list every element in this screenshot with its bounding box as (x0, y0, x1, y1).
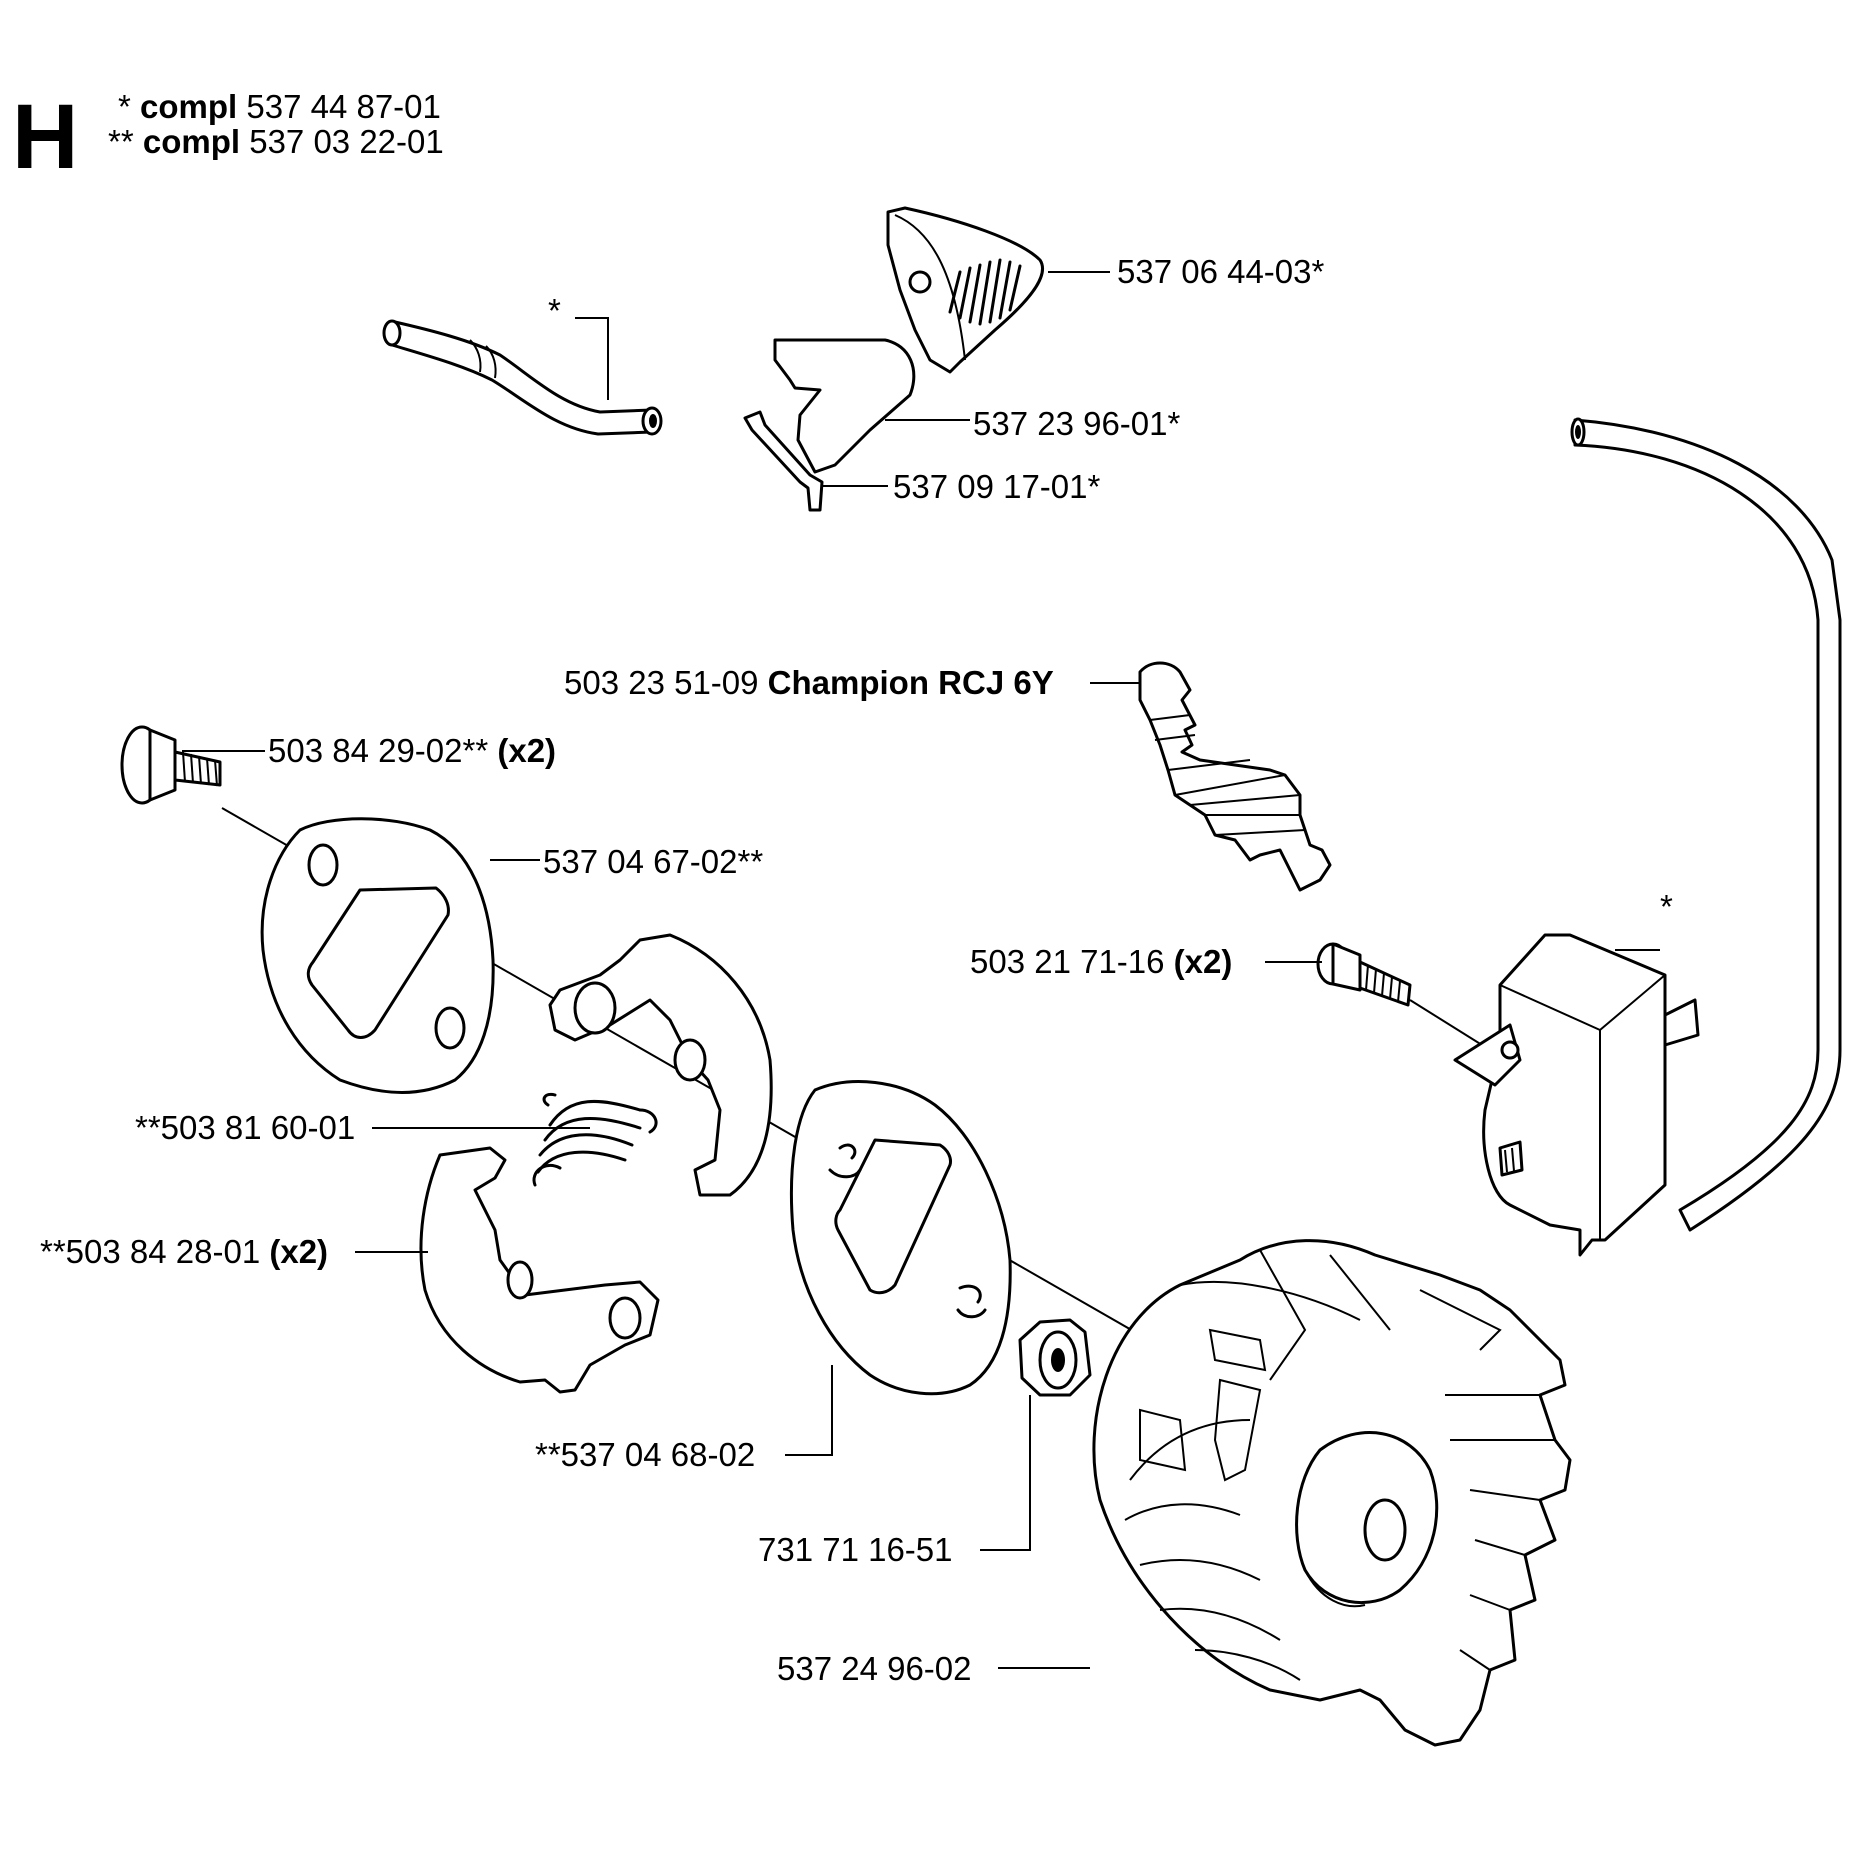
section-letter: H (12, 86, 78, 188)
fuel-hose-part (382, 319, 663, 436)
shield-part (773, 338, 916, 474)
fuel-hose-leader (575, 317, 609, 400)
washer-label: 731 71 16-51 (758, 1531, 953, 1568)
spring-part (532, 1092, 658, 1187)
screw-top-label: 503 84 29-02** (x2) (268, 732, 556, 769)
plate-top-part (260, 817, 495, 1094)
clip-part (743, 410, 824, 512)
flywheel-fins (1124, 1249, 1555, 1681)
module-star: * (1660, 888, 1673, 925)
clutch-shoe-upper-part (548, 933, 773, 1197)
washer-leader (980, 1395, 1031, 1551)
clutch-pawl-part (419, 1146, 660, 1394)
header-line-2: ** compl 537 03 22-01 (108, 123, 444, 160)
module-screw-part (1316, 942, 1412, 1007)
screw-top-part (120, 725, 222, 805)
clip-label: 537 09 17-01* (893, 468, 1101, 505)
cover-vent-slots (948, 258, 1022, 326)
spark-plug-label: 503 23 51-09 Champion RCJ 6Y (564, 664, 1054, 701)
ignition-lead-part (1570, 417, 1842, 1232)
cover-part (886, 206, 1045, 374)
shield-label: 537 23 96-01* (973, 405, 1181, 442)
flywheel-label: 537 24 96-02 (777, 1650, 972, 1687)
washer-part (1018, 1318, 1092, 1397)
plate-bottom-label: **537 04 68-02 (535, 1436, 755, 1473)
header-line-1: * compl 537 44 87-01 (118, 88, 441, 125)
pawl-label: **503 84 28-01 (x2) (40, 1233, 328, 1270)
cover-label: 537 06 44-03* (1117, 253, 1325, 290)
module-screw-label: 503 21 71-16 (x2) (970, 943, 1232, 980)
plate-bottom-leader (785, 1365, 833, 1456)
plate-bottom-part (789, 1080, 1012, 1396)
spring-label: **503 81 60-01 (135, 1109, 355, 1146)
spark-plug-part (1138, 661, 1332, 892)
flywheel-part (1092, 1239, 1572, 1747)
module-screw-axis (1409, 999, 1491, 1051)
ignition-module-part (1453, 933, 1700, 1257)
fuel-hose-star: * (548, 292, 561, 329)
plate-top-label: 537 04 67-02** (543, 843, 763, 880)
